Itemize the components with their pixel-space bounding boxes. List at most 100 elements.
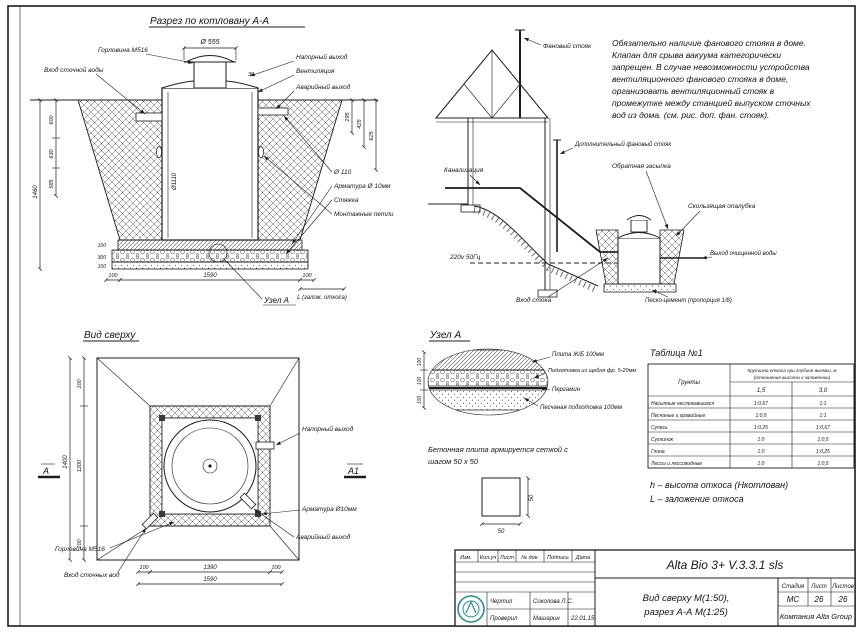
mesh-square	[481, 477, 521, 517]
neck-label: Горловина М516	[98, 47, 148, 54]
node-a-title: Узел А	[429, 330, 461, 341]
dim-425: 425	[357, 118, 363, 128]
power-label: 220v 50Гц	[449, 254, 481, 261]
view-title-line1: Вид сверху М(1:50),	[643, 593, 730, 604]
sand-prep-layer	[428, 389, 548, 411]
svg-text:1:0,67: 1:0,67	[816, 425, 830, 431]
section-marker-a: А	[42, 466, 49, 476]
node-dim-1: 100	[417, 358, 423, 367]
dim-bottom-left: 100	[108, 273, 118, 279]
section-marker-a1: А1	[347, 466, 359, 476]
alta-group-logo	[457, 595, 485, 623]
pressure-outlet-label: Напорный выход	[296, 53, 348, 61]
pipe-d110-label: Ø 110	[333, 169, 352, 176]
detail-a-callout: Узел А	[263, 296, 289, 305]
sheet-value: 26	[814, 595, 824, 604]
section-aa-title: Разрез по котловану А-А	[150, 16, 269, 27]
gravel-prep-layer	[428, 369, 548, 387]
plan-inlet-label: Вход сточных вод	[64, 571, 120, 579]
note-line: организовать вентиляционный стояк в	[612, 86, 775, 96]
col-koluch: Кол.уч	[480, 555, 497, 561]
svg-text:1:0,25: 1:0,25	[754, 425, 768, 431]
mesh-note-line2: шагом 50 x 50	[428, 457, 479, 466]
table-row: Песчаные и гравийные 1:0,5 1:1	[651, 412, 827, 419]
rebar-label: Арматура Ø 10мм	[333, 183, 391, 190]
dim-left-bot: 100	[77, 538, 83, 548]
dim-600: 600	[49, 114, 55, 124]
col-data: Дата	[575, 555, 591, 561]
svg-text:1:0: 1:0	[758, 437, 765, 443]
drawn-by-label: Чертил	[490, 599, 513, 605]
note-line: вод из дома. (см. рис. доп. фан. стояк).	[612, 110, 769, 120]
note-line: Обязательно наличие фанового стояка в до…	[612, 38, 806, 48]
svg-text:Супесь: Супесь	[651, 425, 668, 431]
mesh-note-line1: Бетонная плита армируется сеткой с	[428, 445, 568, 454]
gravel-prep-label: Подготовка из щебня фр. 5-20мм	[548, 368, 636, 374]
title-block: Изм. Кол.уч Лист № док. Подпись Дата Чер…	[454, 549, 856, 627]
rebar-corner-3	[159, 511, 165, 517]
note-l: L – заложение откоса	[650, 494, 744, 504]
svg-text:Суглинок: Суглинок	[651, 437, 674, 443]
dim-slope: L (залож. откоса)	[297, 295, 347, 301]
svg-text:Насыпные неслежавшиеся: Насыпные неслежавшиеся	[651, 401, 714, 407]
svg-text:1:0,5: 1:0,5	[755, 413, 766, 419]
top-view: Вид сверху А А1 100 1200 100	[38, 330, 366, 586]
tank-section: Ø1110	[156, 55, 264, 241]
mesh-dim-w: 50	[498, 529, 505, 535]
table-depth-2: 3,0	[819, 388, 828, 394]
membrane-label: Пергамин	[552, 387, 581, 393]
plan-pressure-label: Напорный выход	[302, 425, 354, 433]
slab-label: Плита Ж/Б 100мм	[552, 352, 604, 358]
additional-fan-stack-label: Дополнительный фановый стояк	[574, 141, 672, 148]
fan-stack-label: Фановый стояк	[543, 42, 592, 50]
view-title-line2: разрез А-А М(1:25)	[643, 607, 728, 618]
table-header-1: Крутизна откоса при глубине выемки, м	[748, 368, 838, 373]
plan-neck-label: Горловина М516	[55, 546, 105, 553]
dim-585: 585	[49, 178, 55, 188]
emergency-outlet-label: Аварийный выход	[295, 83, 351, 91]
plan-inlet-stub	[141, 512, 159, 530]
svg-text:1:1: 1:1	[820, 401, 827, 407]
manhole-lid	[185, 55, 235, 63]
dim-625: 625	[369, 130, 375, 140]
note-text: Обязательно наличие фанового стояка в до…	[611, 38, 811, 120]
dim-30: 30	[248, 72, 255, 78]
dim-1460: 1460	[33, 185, 39, 199]
dim-layer-top: 100	[98, 243, 107, 249]
drawn-by-name: Соколова Л.С.	[533, 599, 573, 605]
note-line: промежутке между станцией выпуском сточн…	[612, 98, 811, 108]
stage-value: МС	[787, 595, 800, 604]
dim-bot-right: 100	[271, 565, 281, 571]
tank-plan-neck	[202, 458, 218, 474]
svg-text:1:0,5: 1:0,5	[817, 437, 828, 443]
sand-layer	[111, 261, 309, 270]
sand-prep-label: Песчаная подготовка 100мм	[540, 405, 622, 411]
col-list: Лист	[499, 555, 515, 561]
mounting-loop-right	[258, 146, 264, 158]
note-line: Клапан для срыва вакуума категорически	[612, 50, 781, 60]
checked-by-name: Машарин	[533, 616, 560, 622]
formwork-label: Скользящая опалубка	[688, 202, 756, 210]
table-col-soils: Грунты	[678, 380, 700, 386]
rebar-corner-1	[159, 415, 165, 421]
svg-text:1:0: 1:0	[758, 449, 765, 455]
screed-label: Стяжка	[334, 197, 359, 204]
table-depth-1: 1,5	[757, 388, 766, 394]
node-dim-3: 100	[417, 396, 423, 405]
sheet-label: Лист	[810, 584, 826, 590]
gravel-layer	[111, 249, 309, 263]
col-podpis: Подпись	[547, 555, 569, 561]
rebar-corner-2	[255, 415, 261, 421]
inflow-label: Вход стока	[516, 296, 552, 304]
plan-emergency-label: Аварийный выход	[295, 533, 351, 541]
vent-label: Вентиляция	[296, 68, 335, 75]
buried-tank	[595, 215, 706, 293]
plan-rebar-label: Арматура Ø10мм	[301, 506, 357, 513]
check-date: 22.01.15	[570, 616, 595, 622]
dim-left-top: 100	[77, 378, 83, 388]
node-a-detail: Узел А 100 100 100 Плита Ж/Б 100мм Подго…	[417, 330, 636, 535]
note-line: вентиляционного фанового стояка в доме,	[612, 74, 788, 84]
table-row: Суглинок 1:0 1:0,5	[651, 437, 829, 443]
sand-cement-label: Песко-цемент (пропорция 1/8)	[645, 298, 732, 304]
